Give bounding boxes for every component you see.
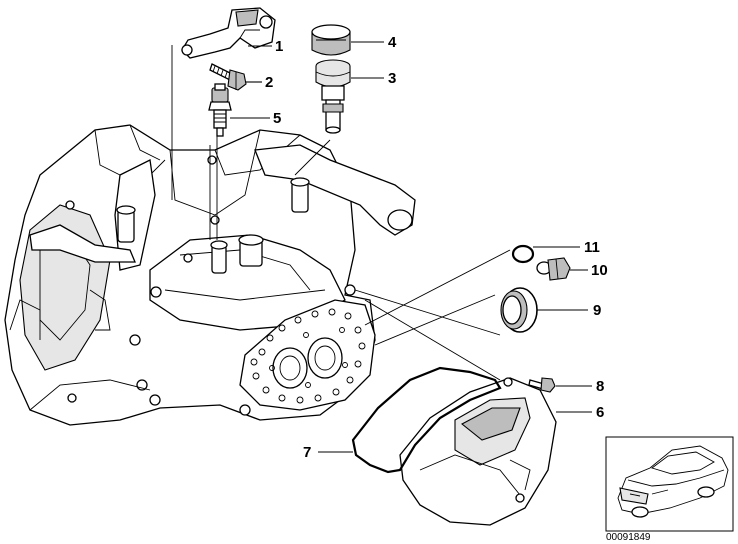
callout-2: 2	[265, 74, 273, 91]
part-7-gasket	[351, 366, 502, 474]
callout-3: 3	[388, 70, 396, 87]
part-9-shaft-seal	[500, 287, 538, 333]
callout-8: 8	[596, 378, 604, 395]
part-11-o-ring	[511, 244, 535, 264]
callout-11: 11	[584, 239, 600, 256]
part-1-shift-bracket	[181, 7, 276, 59]
part-2-bolt	[209, 63, 247, 91]
guide-lines	[171, 45, 511, 381]
callout-9: 9	[593, 302, 601, 319]
callout-10: 10	[591, 262, 608, 279]
part-10-plug-screw	[536, 257, 571, 281]
callout-1: 1	[275, 38, 283, 55]
part-4-cap	[311, 24, 351, 56]
callout-6: 6	[596, 404, 604, 421]
diagram-reference-number: 00091849	[606, 532, 651, 543]
callout-labels: 1 2 3 4 5 6 7 8 9 10 11	[265, 34, 608, 461]
part-3-selector-shaft	[315, 59, 351, 134]
part-5-switch-sensor	[208, 83, 232, 137]
leader-lines	[230, 41, 592, 453]
part-6-cover	[399, 377, 557, 526]
part-8-bolt	[528, 377, 556, 393]
callout-5: 5	[273, 110, 281, 127]
car-thumbnail	[605, 436, 734, 532]
callout-7: 7	[303, 444, 311, 461]
car-outline-icon	[617, 445, 729, 518]
callout-4: 4	[388, 34, 397, 51]
gearbox-housing	[4, 124, 416, 426]
